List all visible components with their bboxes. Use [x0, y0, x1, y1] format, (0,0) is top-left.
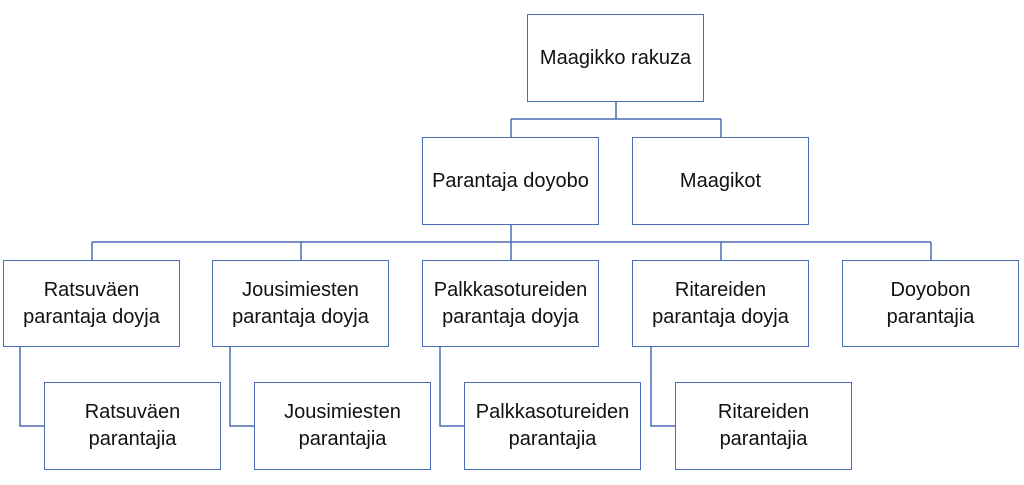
- node-ratsuvaen-parantajia: Ratsuväen parantajia: [44, 382, 221, 470]
- node-label-line1: Doyobon: [890, 278, 971, 301]
- node-label-line1: Ritareiden: [717, 401, 810, 423]
- node-label-line1: Jousimiesten: [242, 278, 359, 301]
- node-ritareiden-parantaja-doyja: Ritareiden parantaja doyja: [632, 260, 809, 347]
- node-label-line2: parantaja doyja: [442, 305, 579, 328]
- node-label-line2: parantajia: [88, 428, 177, 450]
- node-palkkasotureiden-parantaja-doyja: Palkkasotureiden parantaja doyja: [422, 260, 599, 347]
- node-label-line2: parantaja doyja: [232, 305, 369, 328]
- node-label: Maagikot: [679, 169, 762, 192]
- node-label-line1: Palkkasotureiden: [475, 401, 630, 423]
- connector-elbow-3: [439, 347, 464, 427]
- node-label-line2: parantaja doyja: [652, 305, 789, 328]
- node-doyobon-parantajia: Doyobon parantajia: [842, 260, 1019, 347]
- node-ritareiden-parantajia: Ritareiden parantajia: [675, 382, 852, 470]
- node-label-line1: Palkkasotureiden: [433, 278, 588, 301]
- node-jousimiesten-parantajia: Jousimiesten parantajia: [254, 382, 431, 470]
- node-label-line1: Ratsuväen: [43, 278, 140, 301]
- node-label-line1: Jousimiesten: [284, 401, 401, 423]
- node-ratsuvaen-parantaja-doyja: Ratsuväen parantaja doyja: [3, 260, 180, 347]
- node-jousimiesten-parantaja-doyja: Jousimiesten parantaja doyja: [212, 260, 389, 347]
- node-label: Maagikko rakuza: [539, 46, 692, 69]
- node-label-line2: parantajia: [508, 428, 597, 450]
- node-label-line2: parantajia: [298, 428, 387, 450]
- node-label-line2: parantajia: [719, 428, 808, 450]
- node-label-line2: parantajia: [886, 305, 975, 328]
- node-parantaja-doyobo: Parantaja doyobo: [422, 137, 599, 225]
- node-label-line1: Ratsuväen: [84, 401, 181, 423]
- connector-elbow-2: [229, 347, 254, 427]
- node-label: Parantaja doyobo: [432, 169, 589, 192]
- connector-elbow-4: [650, 347, 675, 427]
- node-maagikko-rakuza: Maagikko rakuza: [527, 14, 704, 102]
- connector-elbow-1: [19, 347, 44, 427]
- node-label-line1: Ritareiden: [674, 278, 767, 301]
- node-palkkasotureiden-parantajia: Palkkasotureiden parantajia: [464, 382, 641, 470]
- node-maagikot: Maagikot: [632, 137, 809, 225]
- node-label-line2: parantaja doyja: [23, 305, 160, 328]
